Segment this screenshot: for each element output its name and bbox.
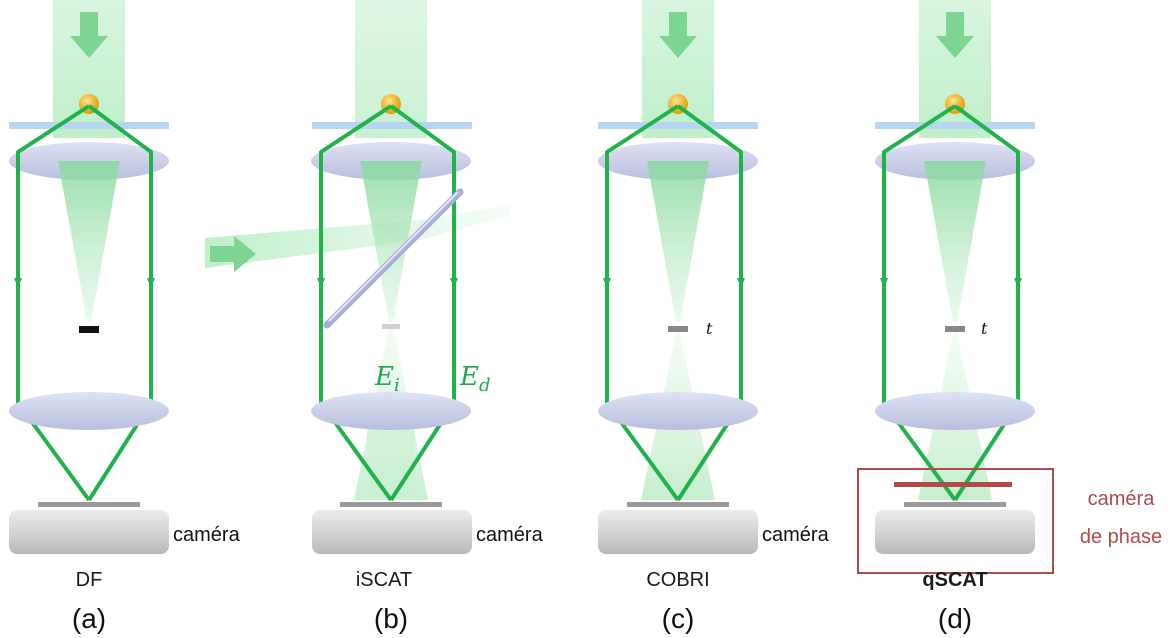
scattered-ray-right xyxy=(87,104,153,502)
camera-body xyxy=(9,510,169,554)
ray-arrow-icon xyxy=(603,278,611,288)
sample-marker xyxy=(382,324,400,329)
incident-beam xyxy=(355,0,427,138)
scattered-ray-left xyxy=(319,104,393,502)
panel-a: caméra DF (a) xyxy=(9,0,241,634)
camera-sensor xyxy=(340,502,442,507)
panel-letter: (b) xyxy=(374,603,408,634)
method-label: qSCAT xyxy=(922,569,987,591)
beam-splitter xyxy=(323,188,464,329)
transmitted-cone xyxy=(360,161,422,322)
panel-letter: (c) xyxy=(662,603,695,634)
transmitted-cone xyxy=(924,161,986,322)
camera-body xyxy=(312,510,472,554)
scattered-ray-left xyxy=(16,104,91,502)
ray-arrow-icon xyxy=(147,278,155,288)
phase-camera-highlight-box xyxy=(857,468,1054,574)
beam-arrow-icon xyxy=(210,236,256,272)
camera-label: caméra xyxy=(476,524,544,546)
thickness-label: t xyxy=(981,319,988,338)
camera-label: caméra xyxy=(762,524,830,546)
attenuator-mask xyxy=(668,326,688,332)
panel-d: t caméra de phase qSCAT (d) xyxy=(857,0,1162,634)
tube-lens xyxy=(311,392,471,430)
camera-body xyxy=(875,510,1035,554)
camera-body xyxy=(598,510,758,554)
phase-mask xyxy=(894,482,1012,487)
reference-beam xyxy=(367,430,415,500)
scattered-ray-right xyxy=(389,104,456,502)
attenuator-mask xyxy=(945,326,965,332)
scattered-field-label: Ed xyxy=(459,362,491,396)
panel-c: t caméra COBRI (c) xyxy=(598,0,830,634)
ray-arrow-icon xyxy=(14,278,22,288)
beam-arrow-icon xyxy=(936,12,974,58)
scattered-ray-left xyxy=(882,104,957,502)
side-illumination-beam xyxy=(205,205,510,268)
phase-camera-label-line2: de phase xyxy=(1080,526,1162,548)
coverslip xyxy=(875,122,1035,129)
scattered-ray-right xyxy=(676,104,743,502)
thickness-label: t xyxy=(706,319,713,338)
camera-sensor xyxy=(904,502,1006,507)
camera-sensor xyxy=(38,502,140,507)
ray-arrow-icon xyxy=(1014,278,1022,288)
camera-sensor xyxy=(627,502,729,507)
ray-arrow-icon xyxy=(737,278,745,288)
beam-arrow-icon xyxy=(70,12,108,58)
method-label: COBRI xyxy=(646,569,709,591)
ray-arrow-icon xyxy=(317,278,325,288)
tube-lens xyxy=(598,392,758,430)
panel-b: Ei Ed caméra iSCAT (b) xyxy=(205,0,544,634)
beam-splitter-highlight xyxy=(328,191,459,322)
method-label: DF xyxy=(76,569,103,591)
method-label: iSCAT xyxy=(356,569,412,591)
scattered-ray-left xyxy=(605,104,680,502)
scattered-ray-right xyxy=(953,104,1020,502)
coverslip xyxy=(312,122,472,129)
coverslip xyxy=(9,122,169,129)
beam-arrow-icon xyxy=(659,12,697,58)
panel-letter: (d) xyxy=(938,603,972,634)
panel-letter: (a) xyxy=(72,603,106,634)
tube-lens xyxy=(875,392,1035,430)
ray-arrow-icon xyxy=(880,278,888,288)
ray-arrow-icon xyxy=(450,278,458,288)
beam-block xyxy=(79,326,99,333)
transmitted-cone xyxy=(58,161,120,322)
tube-lens xyxy=(9,392,169,430)
phase-camera-label-line1: caméra xyxy=(1088,488,1156,510)
coverslip xyxy=(598,122,758,129)
camera-label: caméra xyxy=(173,524,241,546)
transmitted-cone xyxy=(647,161,709,322)
incident-field-label: Ei xyxy=(374,362,400,396)
